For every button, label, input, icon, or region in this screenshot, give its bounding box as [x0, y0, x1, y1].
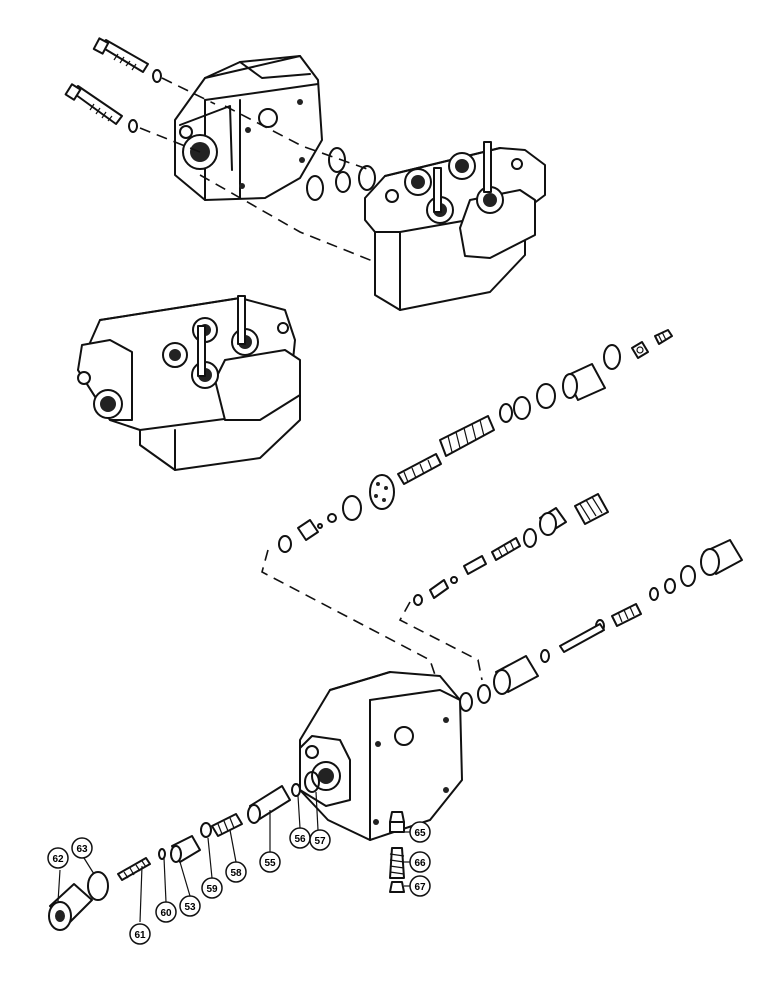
valve-parts-middle-row	[413, 493, 609, 606]
svg-text:66: 66	[414, 858, 426, 869]
svg-text:53: 53	[184, 902, 196, 913]
callout-66: 66	[409, 851, 431, 873]
spring-61	[117, 857, 151, 881]
svg-text:57: 57	[314, 836, 326, 847]
end-cover-housing-top	[174, 55, 323, 201]
svg-text:62: 62	[52, 854, 64, 865]
o-rings-top	[306, 147, 376, 201]
svg-text:63: 63	[76, 844, 88, 855]
nut-67	[389, 881, 405, 893]
leader-lines	[57, 791, 410, 923]
callout-67: 67	[409, 875, 431, 897]
valve-housing-lower	[299, 671, 463, 841]
o-ring-63	[87, 871, 109, 901]
spring-58	[211, 813, 243, 837]
svg-text:56: 56	[294, 834, 306, 845]
o-ring-57	[304, 771, 320, 793]
svg-text:58: 58	[230, 868, 242, 879]
callout-53: 53	[179, 895, 201, 917]
callout-59: 59	[201, 877, 223, 899]
callout-57: 57	[309, 829, 331, 851]
callout-56: 56	[289, 827, 311, 849]
valve-parts-lower-row	[459, 539, 743, 712]
callout-63: 63	[71, 837, 93, 859]
plug-62	[48, 883, 93, 931]
callout-65: 65	[409, 821, 431, 843]
bolt-washers	[128, 69, 162, 133]
bolt-lower	[64, 83, 123, 125]
spool-55	[247, 785, 291, 824]
valve-section-upper	[364, 141, 546, 311]
callout-58: 58	[225, 861, 247, 883]
svg-text:61: 61	[134, 930, 146, 941]
callout-60: 60	[155, 901, 177, 923]
ring-56	[291, 783, 301, 797]
svg-text:59: 59	[206, 884, 218, 895]
washer-60	[158, 848, 166, 860]
valve-section-middle	[77, 295, 301, 471]
valve-65	[389, 811, 405, 833]
bolt-upper	[92, 37, 149, 73]
svg-text:60: 60	[160, 908, 172, 919]
svg-text:65: 65	[414, 828, 426, 839]
spring-66	[389, 847, 405, 879]
callout-55: 55	[259, 851, 281, 873]
callout-62: 62	[47, 847, 69, 869]
svg-text:55: 55	[264, 858, 276, 869]
callout-61: 61	[129, 923, 151, 945]
relief-valve-parts-upper	[278, 329, 673, 553]
svg-text:67: 67	[414, 882, 426, 893]
poppet-53	[170, 835, 201, 863]
ring-59	[200, 822, 212, 838]
